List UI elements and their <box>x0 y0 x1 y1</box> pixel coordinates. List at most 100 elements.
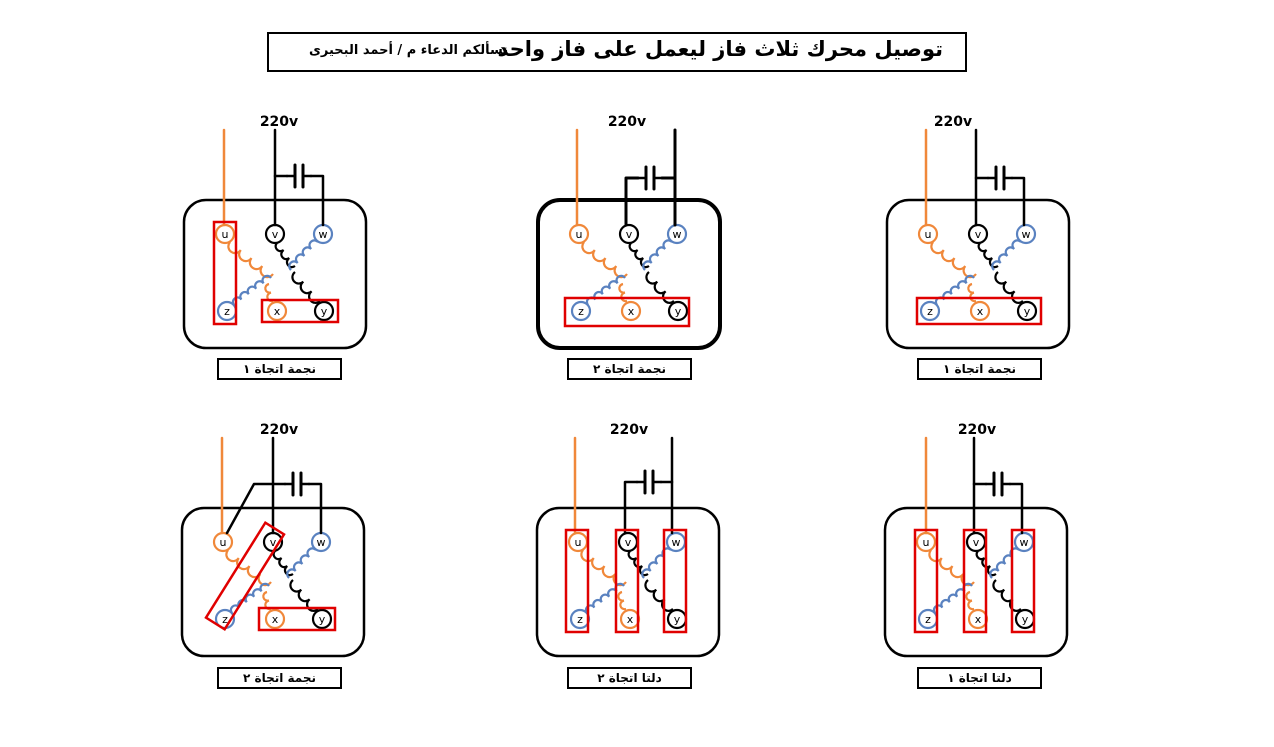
supply-voltage-label: 220v <box>260 114 298 130</box>
supply-voltage-label: 220v <box>934 114 972 130</box>
caption-star-direction-1-a: نجمة اتجاة ١ <box>217 358 342 380</box>
terminal-label-w: w <box>1020 536 1029 549</box>
terminal-label-u: u <box>220 536 227 549</box>
coil-w-z <box>288 239 319 271</box>
caption-delta-direction-1: دلتا اتجاة ١ <box>917 667 1042 689</box>
terminal-label-u: u <box>575 536 582 549</box>
terminal-x <box>620 300 642 322</box>
terminal-label-z: z <box>925 613 931 626</box>
terminal-u <box>568 223 590 245</box>
terminal-z <box>570 300 592 322</box>
coil-v-y <box>977 241 999 269</box>
link-bridge <box>913 528 939 634</box>
terminal-label-y: y <box>675 305 682 318</box>
terminal-v <box>967 223 989 245</box>
capacitor-wire <box>1010 176 1026 227</box>
coil-v-y <box>274 241 296 269</box>
page-title: توصيل محرك ثلاث فاز ليعمل على فاز واحد <box>497 37 943 61</box>
diagram-star2-a: u v w z x y 220v <box>536 114 722 350</box>
diagram-delta1: u v w z x y 220v <box>883 422 1069 658</box>
terminal-label-w: w <box>1022 228 1031 241</box>
terminal-u <box>917 223 939 245</box>
terminal-label-u: u <box>222 228 229 241</box>
coil-w-z <box>642 239 673 271</box>
terminal-label-z: z <box>222 613 228 626</box>
capacitor-wire <box>624 176 640 227</box>
terminal-label-x: x <box>274 305 281 318</box>
supply-voltage-label: 220v <box>260 422 298 438</box>
capacitor-wire <box>225 482 287 535</box>
terminal-label-x: x <box>977 305 984 318</box>
coil-v-y <box>645 271 675 304</box>
terminal-label-x: x <box>628 305 635 318</box>
terminal-x <box>264 608 286 630</box>
coil-w-z <box>989 547 1020 579</box>
terminal-label-y: y <box>1024 305 1031 318</box>
terminal-label-u: u <box>925 228 932 241</box>
terminal-y <box>313 300 335 322</box>
terminal-label-v: v <box>272 228 279 241</box>
terminal-label-z: z <box>927 305 933 318</box>
coil-v-y <box>994 271 1024 304</box>
author-credit: نسألكم الدعاء م / أحمد البحيرى <box>309 43 509 58</box>
capacitor-wire <box>307 482 323 535</box>
link-bridge <box>257 606 337 632</box>
motor-terminal-box <box>885 198 1071 350</box>
coil-u-x <box>225 549 272 587</box>
terminal-label-y: y <box>321 305 328 318</box>
terminal-w <box>666 223 688 245</box>
caption-star-direction-2-b: نجمة اتجاة ٢ <box>217 667 342 689</box>
terminal-label-x: x <box>975 613 982 626</box>
link-bridge <box>915 296 1043 326</box>
link-bridge <box>662 528 688 634</box>
terminal-label-x: x <box>627 613 634 626</box>
supply-voltage-label: 220v <box>608 114 646 130</box>
terminal-label-v: v <box>270 536 277 549</box>
coil-u-x <box>965 590 975 611</box>
diagram-star1-a: u v w z x y 220v <box>182 114 368 350</box>
terminal-label-y: y <box>319 613 326 626</box>
coil-u-x <box>930 241 977 279</box>
terminal-y <box>1016 300 1038 322</box>
terminal-label-w: w <box>317 536 326 549</box>
terminal-label-v: v <box>625 536 632 549</box>
title-box: توصيل محرك ثلاث فاز ليعمل على فاز واحد ن… <box>267 32 967 72</box>
terminal-label-z: z <box>578 305 584 318</box>
coil-u-x <box>967 282 977 303</box>
terminal-x <box>969 300 991 322</box>
terminal-label-w: w <box>672 536 681 549</box>
coil-u-x <box>618 282 628 303</box>
terminal-label-u: u <box>576 228 583 241</box>
capacitor-wire <box>309 174 325 227</box>
terminal-label-w: w <box>319 228 328 241</box>
coil-v-y <box>975 549 997 577</box>
capacitor-wire <box>623 480 639 535</box>
coil-w-z <box>286 547 317 579</box>
terminal-label-y: y <box>1022 613 1029 626</box>
coil-w-z <box>641 547 672 579</box>
coil-u-x <box>617 590 627 611</box>
terminal-label-w: w <box>673 228 682 241</box>
terminal-y <box>667 300 689 322</box>
coil-v-y <box>272 549 294 577</box>
caption-star-direction-1-b: نجمة اتجاة ١ <box>917 358 1042 380</box>
supply-voltage-label: 220v <box>958 422 996 438</box>
terminal-label-v: v <box>973 536 980 549</box>
terminal-w <box>1015 223 1037 245</box>
terminal-label-u: u <box>923 536 930 549</box>
terminal-label-v: v <box>626 228 633 241</box>
link-bridge <box>962 528 988 634</box>
link-bridge <box>212 220 238 326</box>
link-bridge <box>260 298 340 324</box>
terminal-label-z: z <box>224 305 230 318</box>
terminal-v <box>618 223 640 245</box>
coil-w-z <box>231 274 272 306</box>
terminal-z <box>919 300 941 322</box>
caption-delta-direction-2: دلتا اتجاة ٢ <box>567 667 692 689</box>
coil-w-z <box>991 239 1022 271</box>
capacitor-wire <box>1008 482 1024 535</box>
